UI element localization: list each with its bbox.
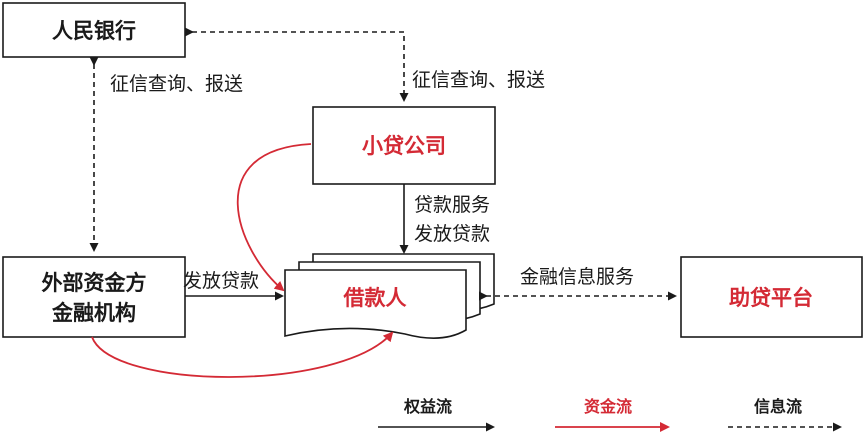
- legend-rights: 权益流: [378, 397, 495, 432]
- edge-financial-info-label: 金融信息服务: [520, 266, 634, 288]
- node-microloan-company-label: 小贷公司: [362, 134, 446, 158]
- legend-funds-label: 资金流: [584, 397, 632, 416]
- edge-credit-right: [185, 27, 409, 102]
- node-borrower: 借款人: [284, 253, 495, 339]
- node-borrower-label: 借款人: [343, 286, 407, 310]
- node-lending-platform-label: 助贷平台: [729, 286, 813, 310]
- node-central-bank: 人民银行: [2, 2, 186, 58]
- node-central-bank-label: 人民银行: [52, 19, 136, 43]
- legend: 权益流 资金流 信息流: [378, 397, 842, 432]
- edge-credit-left-label: 征信查询、报送: [110, 73, 243, 95]
- legend-info: 信息流: [728, 397, 842, 432]
- funds-flow-microloan-to-borrower: [236, 143, 312, 292]
- node-external-funder-line1: 外部资金方: [42, 271, 147, 295]
- funds-flow-external-to-borrower: [91, 331, 394, 378]
- legend-info-label: 信息流: [754, 397, 802, 416]
- node-microloan-company: 小贷公司: [312, 106, 496, 185]
- node-lending-platform: 助贷平台: [680, 256, 863, 338]
- edge-credit-right-label: 征信查询、报送: [412, 69, 545, 91]
- legend-funds: 资金流: [555, 397, 670, 432]
- node-external-funder: 外部资金方 金融机构: [2, 256, 186, 338]
- node-external-funder-line2: 金融机构: [51, 301, 136, 325]
- edge-external-disburse-label: 发放贷款: [183, 270, 259, 292]
- edge-loan-service-label-1: 贷款服务: [414, 194, 490, 216]
- legend-rights-label: 权益流: [403, 397, 452, 416]
- edge-loan-service-label-2: 发放贷款: [414, 223, 490, 245]
